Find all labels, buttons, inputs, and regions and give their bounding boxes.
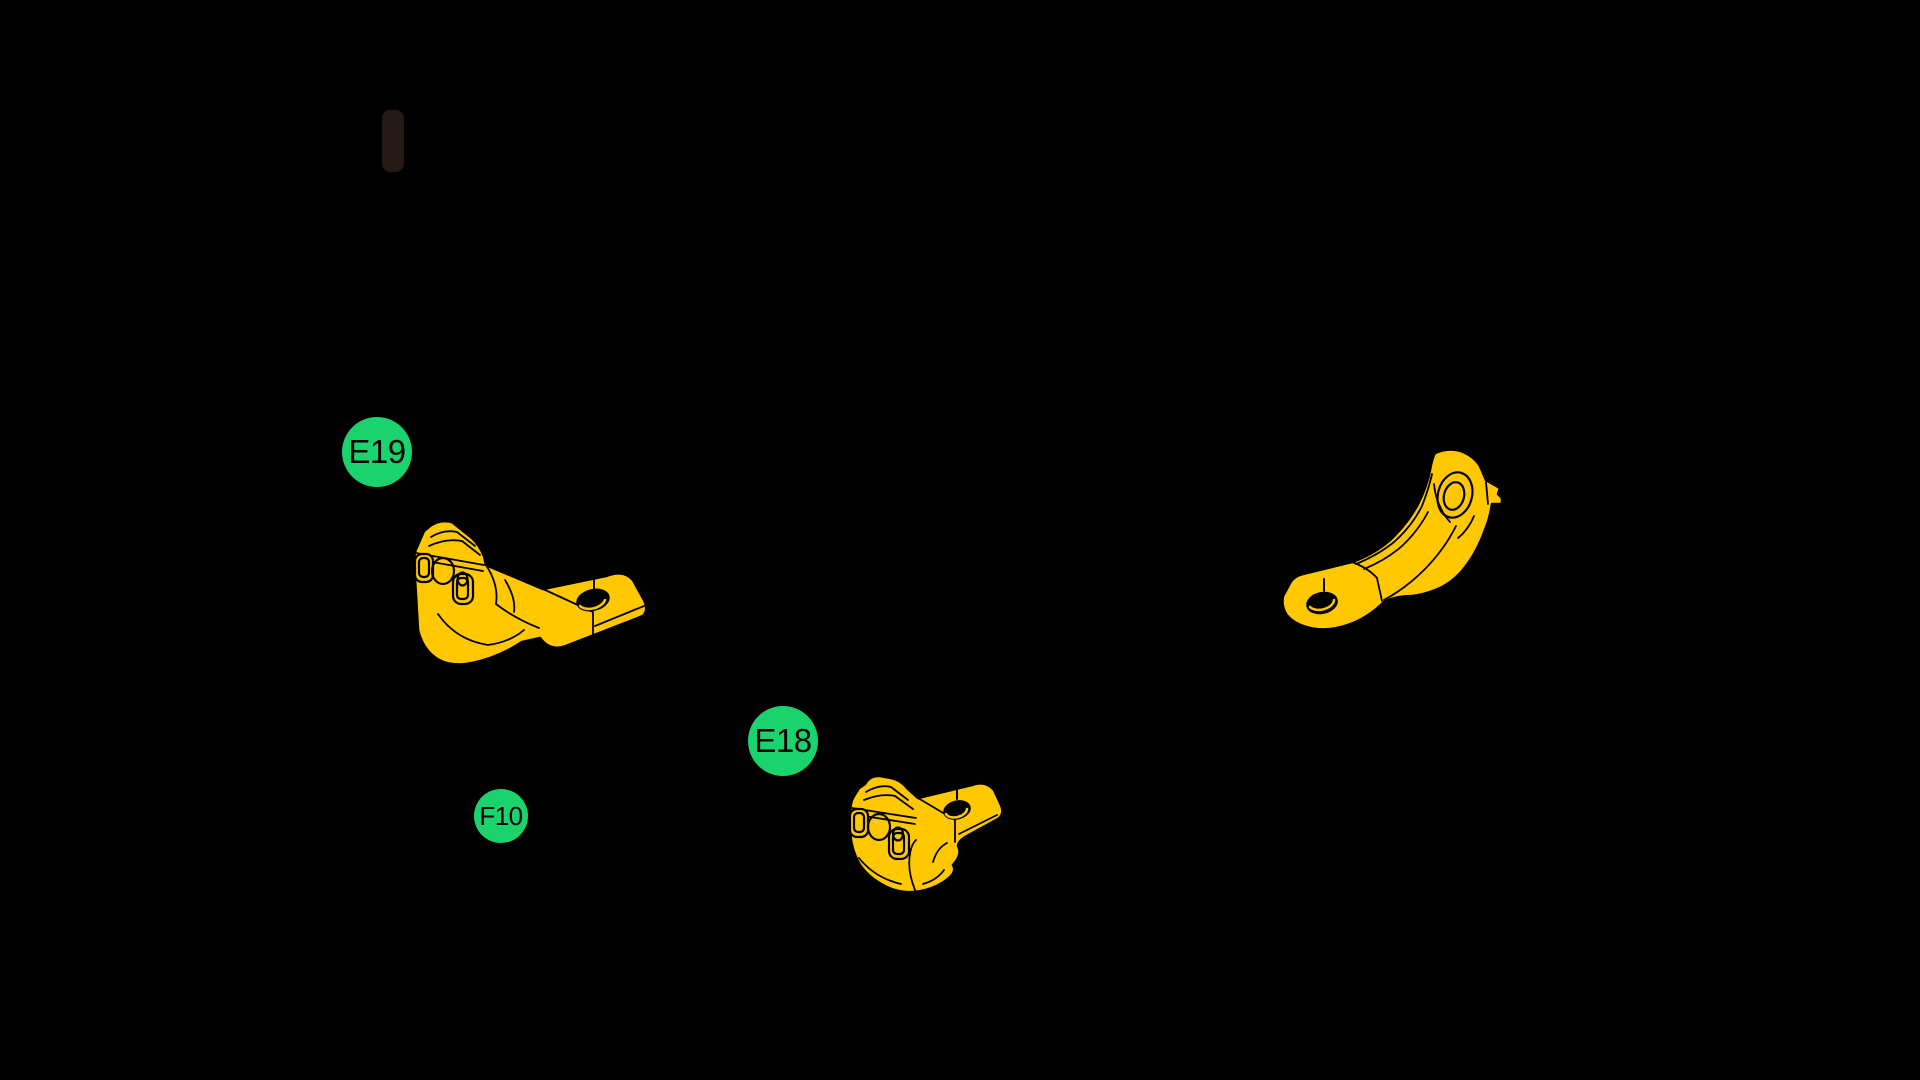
callout-badge-e18: E18 <box>748 706 818 776</box>
part-body <box>412 519 648 666</box>
callout-badge-f10: F10 <box>474 789 528 843</box>
callout-badge-e19: E19 <box>342 417 412 487</box>
part-curved-arch-bracket <box>1281 448 1504 631</box>
part-clip-bracket-large <box>412 519 648 666</box>
dark-rounded-marker <box>382 110 404 172</box>
part-body <box>1281 448 1504 631</box>
boss-inner-rim <box>1442 481 1466 511</box>
boss-outer-rim <box>1436 471 1474 519</box>
part-clip-bracket-small <box>848 774 1004 894</box>
clip-cylinder <box>866 812 892 842</box>
clip-cylinder <box>430 556 456 586</box>
part-body <box>848 774 1004 894</box>
